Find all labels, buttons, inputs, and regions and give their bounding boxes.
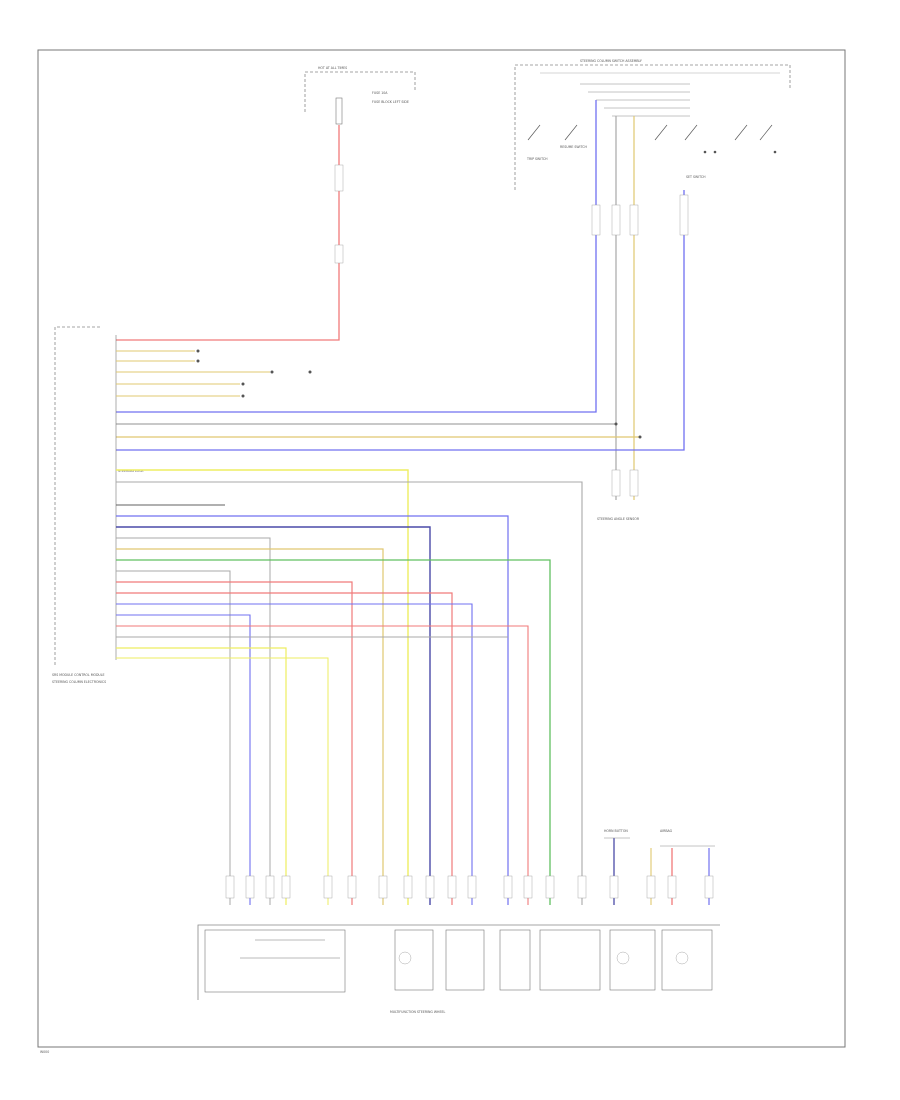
bottom-right-connectors [604, 837, 715, 905]
airbag-label: AIRBAG [660, 829, 673, 833]
steering-switch-assembly: STEERING COLUMN SWITCH ASSEMBLY TRIP SWI… [514, 59, 791, 190]
bottom-connector-strip [225, 875, 714, 899]
bottom-assembly-label: MULTIFUNCTION STEERING WHEEL [390, 1010, 445, 1014]
control-module: SRS MODULE CONTROL MODULE STEERING COLUM… [52, 326, 117, 684]
fuse-box-label: HOT AT ALL TIMES [318, 66, 347, 70]
ground-note: STEERING ANGLE SENSOR [597, 517, 640, 521]
switch-a-label: TRIP SWITCH [526, 157, 548, 161]
fuse-label: FUSE 10A [372, 91, 388, 95]
module-stub-wires: STEERING LOCK [116, 349, 312, 473]
fuse-box: HOT AT ALL TIMES FUSE 10A FUSE BLOCK LEF… [304, 66, 416, 125]
diagram-ref: W000 [40, 1050, 49, 1054]
red-feed-wire [116, 125, 340, 341]
connector-note: STEERING LOCK [118, 469, 144, 473]
airbag-icon-2 [675, 951, 689, 965]
steering-wheel-assembly: MULTIFUNCTION STEERING WHEEL HORN BUTTON… [197, 829, 720, 1014]
switch-assembly-label: STEERING COLUMN SWITCH ASSEMBLY [580, 59, 642, 63]
fuse-desc: FUSE BLOCK LEFT SIDE [372, 100, 409, 104]
diagram-frame [37, 49, 846, 1048]
switch-b-label: RESUME SWITCH [560, 145, 587, 149]
horn-label: HORN BUTTON [604, 829, 628, 833]
module-sub-label: STEERING COLUMN ELECTRONICS [52, 680, 106, 684]
airbag-icon-1 [616, 951, 630, 965]
switch-vertical-wires: STEERING ANGLE SENSOR [116, 100, 689, 521]
switch-c-label: SET SWITCH [686, 175, 706, 179]
lower-harness-wires [116, 469, 583, 905]
horn-icon [398, 951, 412, 965]
module-label: SRS MODULE CONTROL MODULE [52, 673, 105, 677]
